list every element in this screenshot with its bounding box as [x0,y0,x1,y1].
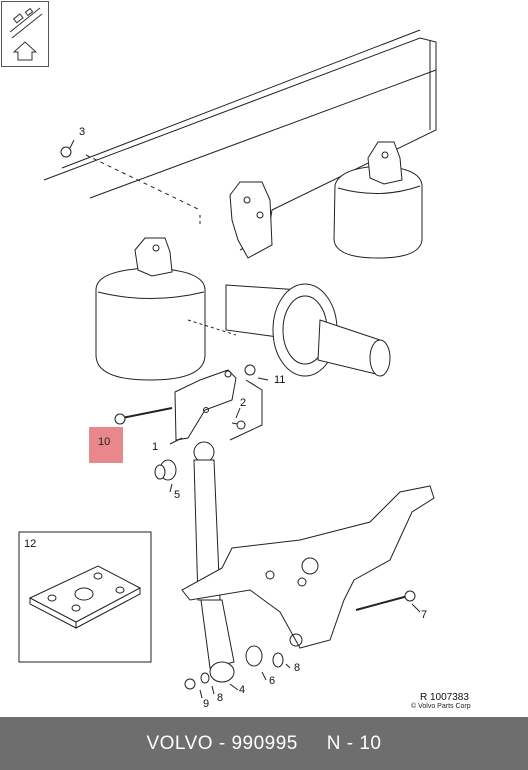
callout-12: 12 [24,538,37,550]
axle [225,283,391,377]
footer-page: N - 10 [326,732,382,754]
callout-8-right: 8 [294,662,301,674]
copyright-text: © Volvo Parts Corp [411,703,471,710]
shock-bracket [174,369,237,441]
long-bolt [121,407,173,419]
callout-10: 10 [98,436,111,448]
footer-brand: VOLVO [146,732,214,754]
callout-5: 5 [174,489,181,501]
footer-bar: VOLVO - 990995 N - 10 [0,717,528,770]
callout-8-left: 8 [217,692,224,704]
highlighted-part-10[interactable]: 10 [89,427,123,463]
frame-bracket [229,181,273,259]
shock-absorber [193,441,235,683]
callout-11: 11 [274,374,286,386]
detail-box-plate [18,531,152,663]
callout-6: 6 [269,675,276,687]
air-spring-left [95,237,206,381]
footer-separator: - [213,732,232,754]
parts-navigation-icon[interactable] [1,1,49,67]
callout-3: 3 [79,126,86,138]
callout-2: 2 [240,397,247,409]
callout-7: 7 [421,609,428,621]
parts-exploded-diagram [18,29,437,699]
callout-9: 9 [203,698,210,710]
callout-1: 1 [152,441,159,453]
footer-spacer [298,733,327,755]
footer-part-number: 990995 [231,732,298,754]
reference-code: R 1007383 [420,692,469,703]
air-spring-right [333,141,423,259]
suspension-arm [181,485,435,649]
callout-4: 4 [239,684,246,696]
